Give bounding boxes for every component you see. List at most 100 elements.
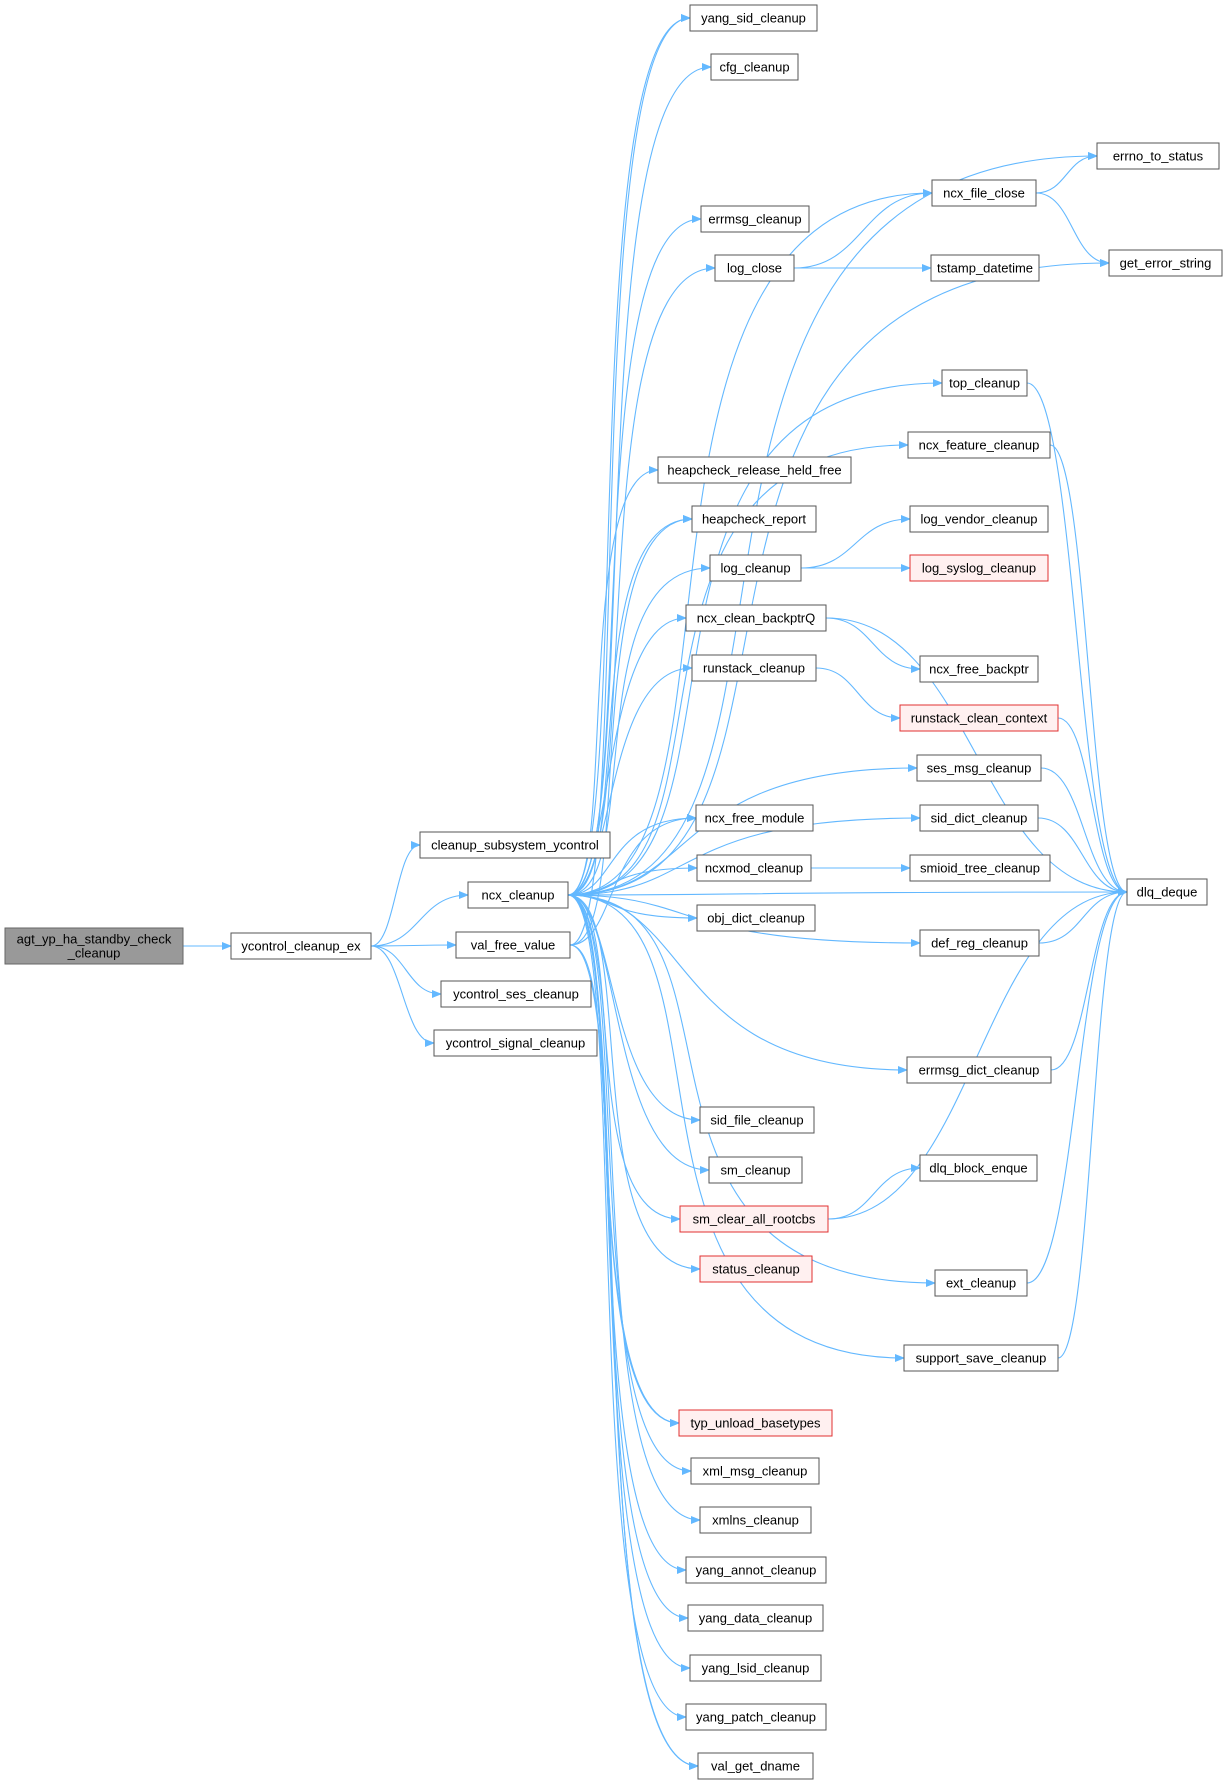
edge-val_free_value-to-val_get_dname bbox=[569, 944, 699, 1770]
node-yang-patch-cleanup[interactable]: yang_patch_cleanup bbox=[685, 1703, 827, 1731]
node-obj-dict-cleanup[interactable]: obj_dict_cleanup bbox=[696, 904, 816, 932]
node-top-cleanup[interactable]: top_cleanup bbox=[941, 369, 1028, 397]
node-ncx-cleanup[interactable]: ncx_cleanup bbox=[467, 881, 569, 909]
edge-ncx_cleanup-to-val_get_dname bbox=[567, 894, 699, 1770]
node-ycontrol-cleanup-ex[interactable]: ycontrol_cleanup_ex bbox=[230, 932, 372, 960]
node-box bbox=[689, 1654, 822, 1682]
node-label: ncxmod_cleanup bbox=[705, 861, 803, 876]
node-errmsg-cleanup[interactable]: errmsg_cleanup bbox=[700, 205, 810, 233]
node-ncx-clean-backptrQ[interactable]: ncx_clean_backptrQ bbox=[685, 604, 827, 632]
node-label: yang_annot_cleanup bbox=[696, 1563, 817, 1578]
node-heapcheck-report[interactable]: heapcheck_report bbox=[691, 505, 817, 533]
node-sm-clear-all-rootcbs[interactable]: sm_clear_all_rootcbs bbox=[679, 1205, 829, 1233]
edge-sm_clear_all_rootcbs-to-dlq_block_enque bbox=[827, 1164, 921, 1220]
node-box bbox=[1108, 249, 1223, 277]
edge-ncx_cleanup-to-ncx_clean_backptrQ bbox=[567, 614, 687, 896]
node-sid-file-cleanup[interactable]: sid_file_cleanup bbox=[699, 1106, 815, 1134]
node-yang-data-cleanup[interactable]: yang_data_cleanup bbox=[687, 1604, 824, 1632]
node-dlq-block-enque[interactable]: dlq_block_enque bbox=[919, 1154, 1038, 1182]
edge-ycontrol_cleanup_ex-to-ycontrol_ses_cleanup bbox=[370, 945, 442, 998]
node-xml-msg-cleanup[interactable]: xml_msg_cleanup bbox=[690, 1457, 820, 1485]
node-label: log_vendor_cleanup bbox=[920, 512, 1037, 527]
node-dlq-deque[interactable]: dlq_deque bbox=[1126, 878, 1208, 906]
node-status-cleanup[interactable]: status_cleanup bbox=[699, 1255, 813, 1283]
edge-log_cleanup-to-log_vendor_cleanup bbox=[800, 515, 911, 569]
node-box bbox=[699, 1506, 812, 1534]
node-def-reg-cleanup[interactable]: def_reg_cleanup bbox=[919, 929, 1040, 957]
node-yang-lsid-cleanup[interactable]: yang_lsid_cleanup bbox=[689, 1654, 822, 1682]
edge-sm_clear_all_rootcbs-to-dlq_deque bbox=[827, 888, 1128, 1220]
node-yang-sid-cleanup[interactable]: yang_sid_cleanup bbox=[689, 4, 818, 32]
node-val-get-dname[interactable]: val_get_dname bbox=[697, 1752, 814, 1780]
node-box bbox=[710, 53, 799, 81]
node-cleanup-subsystem-ycontrol[interactable]: cleanup_subsystem_ycontrol bbox=[419, 831, 611, 859]
node-ycontrol-signal-cleanup[interactable]: ycontrol_signal_cleanup bbox=[433, 1029, 598, 1057]
node-runstack-clean-context[interactable]: runstack_clean_context bbox=[899, 704, 1059, 732]
node-label: runstack_clean_context bbox=[911, 711, 1048, 726]
node-ycontrol-ses-cleanup[interactable]: ycontrol_ses_cleanup bbox=[440, 980, 592, 1008]
node-ncx-feature-cleanup[interactable]: ncx_feature_cleanup bbox=[907, 431, 1051, 459]
node-label: typ_unload_basetypes bbox=[690, 1416, 821, 1431]
node-label: smioid_tree_cleanup bbox=[920, 861, 1040, 876]
node-log-close[interactable]: log_close bbox=[714, 254, 795, 282]
node-typ-unload-basetypes[interactable]: typ_unload_basetypes bbox=[678, 1409, 833, 1437]
node-label: ycontrol_ses_cleanup bbox=[453, 987, 579, 1002]
node-label: errmsg_cleanup bbox=[708, 212, 801, 227]
node-log-cleanup[interactable]: log_cleanup bbox=[709, 554, 802, 582]
node-xmlns-cleanup[interactable]: xmlns_cleanup bbox=[699, 1506, 812, 1534]
node-ext-cleanup[interactable]: ext_cleanup bbox=[934, 1269, 1028, 1297]
node-ncx-file-close[interactable]: ncx_file_close bbox=[931, 179, 1037, 207]
node-agt-yp-ha-standby-check-cleanup[interactable]: agt_yp_ha_standby_check_cleanup bbox=[4, 927, 184, 965]
node-log-syslog-cleanup[interactable]: log_syslog_cleanup bbox=[909, 554, 1049, 582]
edge-log_close-to-ncx_file_close bbox=[793, 189, 933, 269]
node-ncxmod-cleanup[interactable]: ncxmod_cleanup bbox=[696, 854, 812, 882]
edge-sid_dict_cleanup-to-dlq_deque bbox=[1037, 817, 1128, 896]
node-val-free-value[interactable]: val_free_value bbox=[455, 931, 571, 959]
edge-ncx_cleanup-to-sm_clear_all_rootcbs bbox=[567, 894, 681, 1223]
node-cfg-cleanup[interactable]: cfg_cleanup bbox=[710, 53, 799, 81]
node-smioid-tree-cleanup[interactable]: smioid_tree_cleanup bbox=[909, 854, 1051, 882]
node-box bbox=[678, 1409, 833, 1437]
node-box bbox=[930, 254, 1040, 282]
edge-ncx_cleanup-to-ncx_file_close bbox=[567, 189, 933, 896]
node-ncx-free-module[interactable]: ncx_free_module bbox=[695, 804, 814, 832]
node-sm-cleanup[interactable]: sm_cleanup bbox=[708, 1156, 803, 1184]
node-sid-dict-cleanup[interactable]: sid_dict_cleanup bbox=[919, 804, 1039, 832]
node-box bbox=[691, 654, 817, 682]
node-errmsg-dict-cleanup[interactable]: errmsg_dict_cleanup bbox=[906, 1056, 1052, 1084]
node-log-vendor-cleanup[interactable]: log_vendor_cleanup bbox=[909, 505, 1049, 533]
node-box bbox=[419, 831, 611, 859]
node-box bbox=[657, 456, 852, 484]
node-errno-to-status[interactable]: errno_to_status bbox=[1096, 142, 1220, 170]
edge-runstack_clean_context-to-dlq_deque bbox=[1057, 717, 1128, 896]
node-heapcheck-release-held-free[interactable]: heapcheck_release_held_free bbox=[657, 456, 852, 484]
node-label: agt_yp_ha_standby_check bbox=[17, 932, 172, 947]
node-box bbox=[708, 1156, 803, 1184]
edge-ncx_clean_backptrQ-to-ncx_free_backptr bbox=[825, 617, 921, 673]
node-box bbox=[697, 1752, 814, 1780]
node-box bbox=[919, 655, 1039, 683]
node-label: ncx_free_module bbox=[705, 811, 805, 826]
node-box bbox=[1096, 142, 1220, 170]
edge-ncx_cleanup-to-ncxmod_cleanup bbox=[567, 864, 698, 896]
node-ncx-free-backptr[interactable]: ncx_free_backptr bbox=[919, 655, 1039, 683]
node-label: cleanup_subsystem_ycontrol bbox=[431, 838, 599, 853]
edge-val_free_value-to-yang_sid_cleanup bbox=[569, 14, 691, 946]
node-label: ncx_file_close bbox=[943, 186, 1025, 201]
node-label: sm_cleanup bbox=[720, 1163, 790, 1178]
node-label: ses_msg_cleanup bbox=[927, 761, 1032, 776]
node-box bbox=[903, 1344, 1059, 1372]
node-runstack-cleanup[interactable]: runstack_cleanup bbox=[691, 654, 817, 682]
node-ses-msg-cleanup[interactable]: ses_msg_cleanup bbox=[916, 754, 1042, 782]
node-get-error-string[interactable]: get_error_string bbox=[1108, 249, 1223, 277]
node-box bbox=[941, 369, 1028, 397]
node-yang-annot-cleanup[interactable]: yang_annot_cleanup bbox=[685, 1556, 827, 1584]
node-tstamp-datetime[interactable]: tstamp_datetime bbox=[930, 254, 1040, 282]
node-support-save-cleanup[interactable]: support_save_cleanup bbox=[903, 1344, 1059, 1372]
node-label: log_syslog_cleanup bbox=[922, 561, 1036, 576]
node-label: errno_to_status bbox=[1113, 149, 1204, 164]
node-box bbox=[919, 1154, 1038, 1182]
node-box bbox=[685, 604, 827, 632]
node-label: val_get_dname bbox=[711, 1759, 800, 1774]
node-label: sid_file_cleanup bbox=[710, 1113, 803, 1128]
